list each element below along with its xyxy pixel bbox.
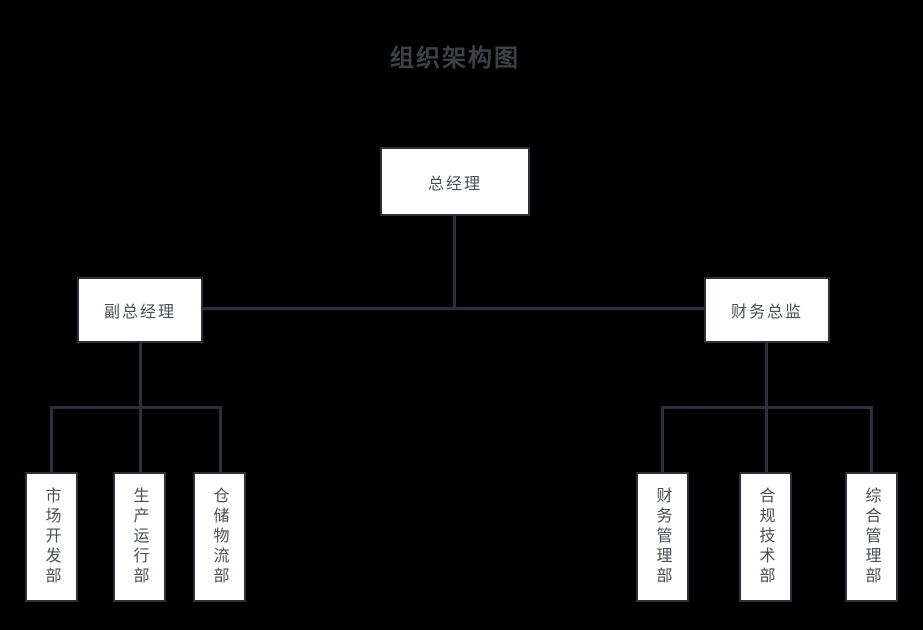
connector-left-stub-1 xyxy=(50,406,53,473)
connector-finance-director-vertical xyxy=(765,341,768,408)
node-dept-financial-management: 财务管理部 xyxy=(636,472,689,602)
connector-left-stub-3 xyxy=(219,406,222,473)
connector-level2-horizontal xyxy=(202,307,705,310)
node-finance-director: 财务总监 xyxy=(704,277,830,343)
connector-right-stub-2 xyxy=(765,406,768,473)
connector-left-branch-horizontal xyxy=(50,406,222,409)
node-dept-compliance-technology: 合规技术部 xyxy=(739,472,792,602)
connector-right-stub-3 xyxy=(870,406,873,473)
node-dept-production-operations: 生产运行部 xyxy=(113,472,166,602)
diagram-title: 组织架构图 xyxy=(390,44,520,72)
connector-left-stub-2 xyxy=(139,406,142,473)
node-dept-market-development: 市场开发部 xyxy=(25,472,78,602)
node-dept-warehouse-logistics: 仓储物流部 xyxy=(193,472,246,602)
node-deputy-general-manager: 副总经理 xyxy=(77,277,203,343)
node-general-manager: 总经理 xyxy=(380,147,530,216)
connector-root-vertical xyxy=(453,214,456,309)
node-dept-general-management: 综合管理部 xyxy=(845,472,898,602)
connector-deputy-gm-vertical xyxy=(139,341,142,408)
connector-right-stub-1 xyxy=(661,406,664,473)
